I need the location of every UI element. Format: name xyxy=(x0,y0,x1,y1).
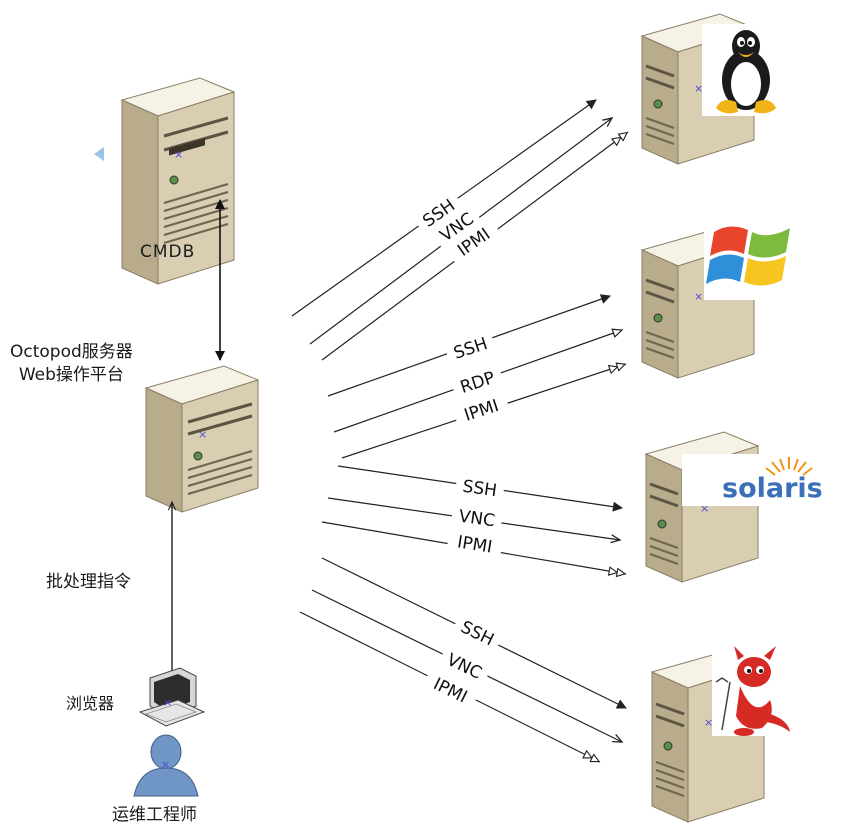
engineer-user-icon: × xyxy=(133,734,199,797)
svg-text:×: × xyxy=(161,758,170,771)
solaris-logo-icon: solaris xyxy=(682,454,850,506)
solaris-proto-3: IPMI xyxy=(456,532,494,557)
svg-text:×: × xyxy=(694,290,703,303)
solaris-connections: SSH VNC IPMI xyxy=(321,465,627,578)
solaris-logo-text: solaris xyxy=(722,473,823,504)
svg-text:×: × xyxy=(700,502,709,515)
cmdb-side-marker xyxy=(94,147,104,161)
linux-connections: SSH VNC IPMI xyxy=(291,99,629,361)
svg-text:×: × xyxy=(198,428,207,441)
windows-proto-3: IPMI xyxy=(462,396,501,426)
windows-logo-icon xyxy=(704,212,796,300)
cmdb-label: CMDB xyxy=(140,242,196,262)
octopod-server: × xyxy=(144,365,260,513)
octopod-label: Octopod服务器 Web操作平台 xyxy=(10,341,133,387)
windows-proto-2: RDP xyxy=(458,368,498,398)
windows-connections: SSH RDP IPMI xyxy=(327,294,627,459)
svg-text:×: × xyxy=(174,148,183,161)
solaris-proto-1: SSH xyxy=(461,477,498,502)
batch-command-label: 批处理指令 xyxy=(46,572,131,592)
svg-text:×: × xyxy=(694,82,703,95)
windows-proto-1: SSH xyxy=(451,334,490,364)
svg-text:×: × xyxy=(704,716,713,729)
bsd-daemon-icon xyxy=(712,646,794,736)
svg-text:×: × xyxy=(163,696,172,709)
browser-pc-icon: × xyxy=(138,667,206,727)
engineer-label: 运维工程师 xyxy=(112,805,197,825)
solaris-proto-2: VNC xyxy=(457,507,496,532)
browser-label: 浏览器 xyxy=(66,694,115,713)
linux-tux-icon xyxy=(702,24,788,116)
octopod-label-line1: Octopod服务器 xyxy=(10,342,133,362)
bsd-connections: SSH VNC IPMI xyxy=(299,557,627,763)
octopod-label-line2: Web操作平台 xyxy=(18,365,124,385)
